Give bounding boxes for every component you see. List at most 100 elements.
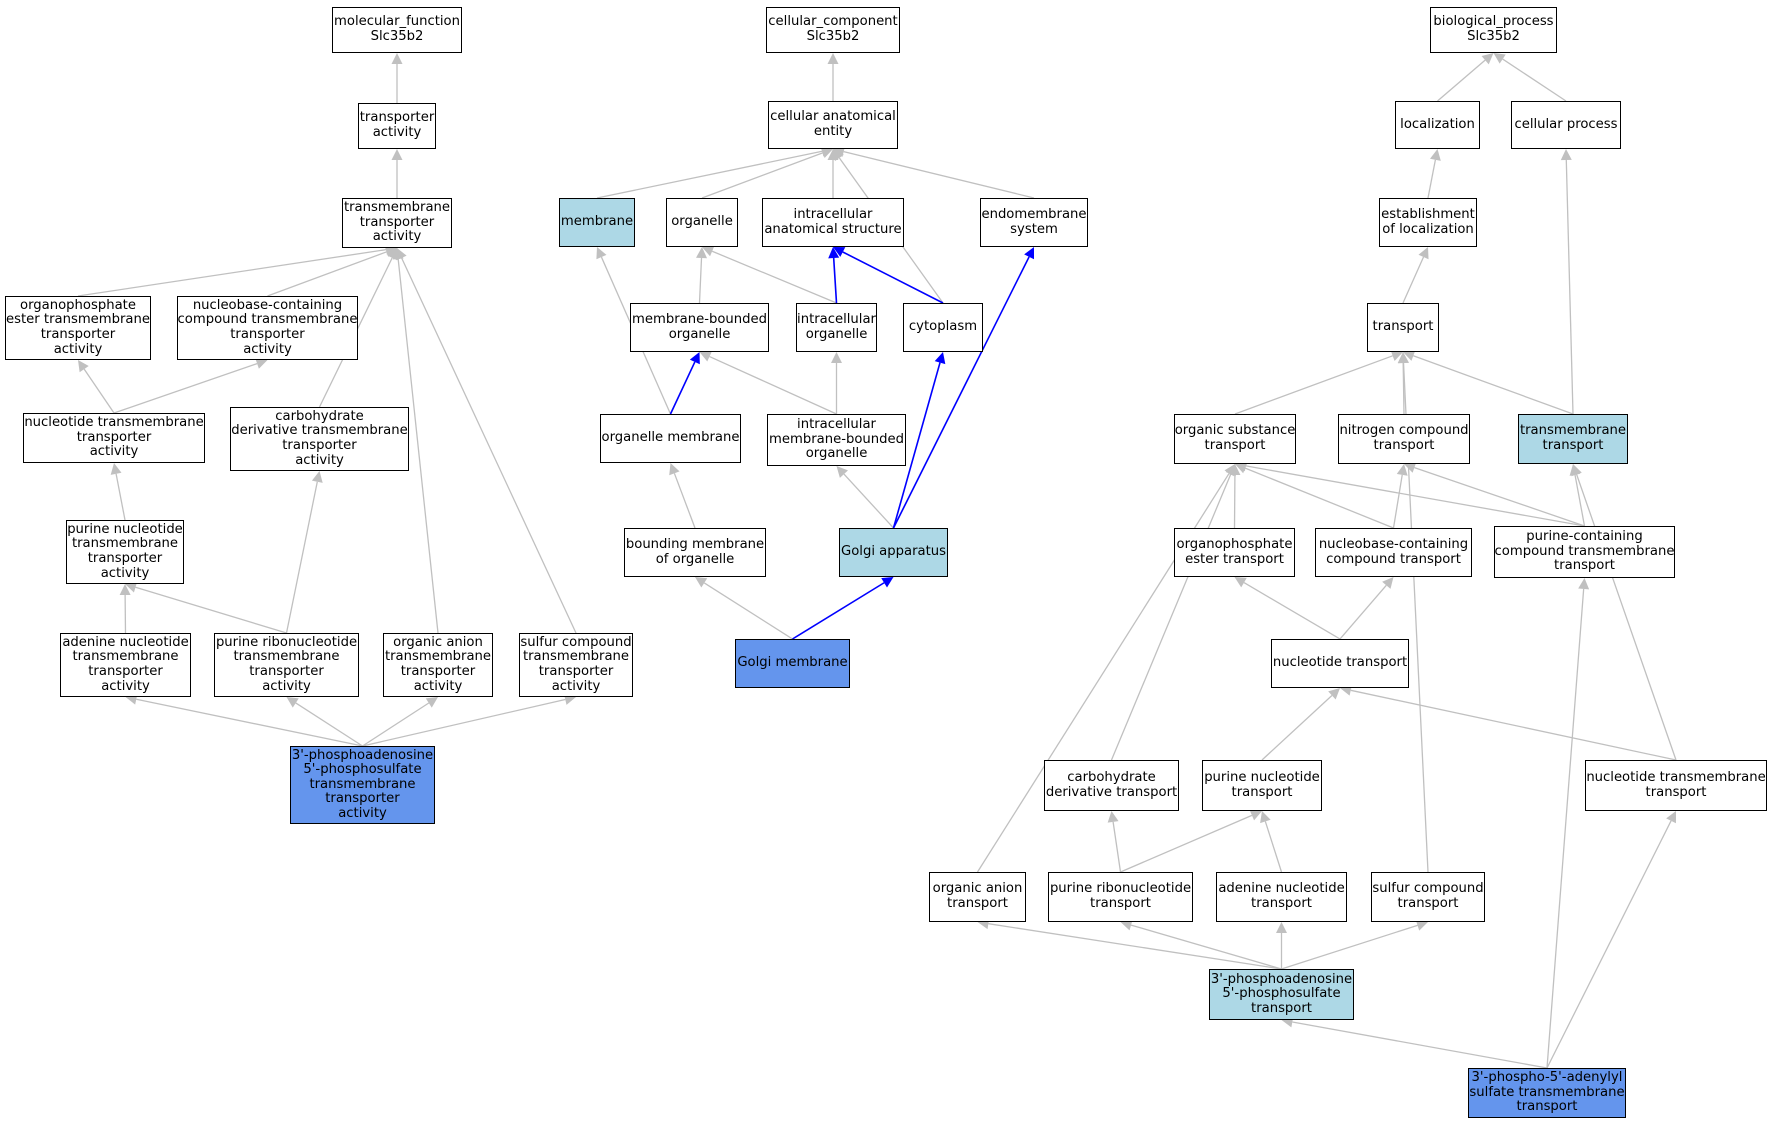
- edge-golgi_membrane-to-bounding_membrane: [695, 577, 793, 640]
- edge-line: [698, 257, 703, 304]
- edge-sulfur_tm-to-tm_transporter_activity: [396, 248, 577, 634]
- node-carbohydrate-derivative-tm-transporter-activity[interactable]: carbohydrate derivative transmembrane tr…: [230, 407, 409, 471]
- node-pas-tm-transport[interactable]: 3'-phospho-5'-adenylyl sulfate transmemb…: [1468, 1068, 1626, 1118]
- edge-line: [832, 257, 838, 304]
- edge-line: [703, 582, 793, 640]
- edge-arrowhead: [689, 352, 700, 365]
- node-cellular-anatomical-entity[interactable]: cellular anatomical entity: [768, 101, 898, 149]
- node-membrane[interactable]: membrane: [559, 198, 635, 247]
- edge-line: [843, 150, 1035, 199]
- edge-golgi_apparatus-to-endomembrane: [892, 247, 1034, 529]
- edge-line: [709, 355, 837, 415]
- node-purine-nucleotide-transport[interactable]: purine nucleotide transport: [1202, 760, 1322, 811]
- edge-arrowhead: [827, 53, 839, 64]
- edge-arrowhead: [1390, 350, 1403, 361]
- node-localization[interactable]: localization: [1395, 101, 1480, 149]
- node-intracellular-anatomical-structure[interactable]: intracellular anatomical structure: [762, 198, 904, 247]
- edge-line: [1339, 584, 1387, 640]
- node-organelle[interactable]: organelle: [666, 198, 738, 247]
- node-organophosphate-ester-transport[interactable]: organophosphate ester transport: [1174, 528, 1295, 577]
- node-purine-containing-compound-tm-transport[interactable]: purine-containing compound transmembrane…: [1494, 526, 1675, 578]
- edge-line: [1112, 821, 1122, 873]
- edge-mem_bounded_org-to-organelle: [696, 247, 708, 304]
- edge-purine_ribonuc_tm-to-carb_deriv_tm: [285, 471, 323, 634]
- node-purine-nucleotide-tm-transporter-activity[interactable]: purine nucleotide transmembrane transpor…: [66, 520, 184, 584]
- node-organic-anion-transport[interactable]: organic anion transport: [929, 872, 1026, 922]
- node-transmembrane-transporter-activity[interactable]: transmembrane transporter activity: [342, 198, 452, 248]
- edge-arrowhead: [1415, 920, 1428, 931]
- edge-arrowhead: [1328, 688, 1340, 700]
- edge-paps_tm_activity-to-sulfur_tm: [362, 694, 576, 747]
- edge-transport-to-establishment_loc: [1402, 247, 1429, 304]
- node-adenine-nucleotide-tm-transporter-activity[interactable]: adenine nucleotide transmembrane transpo…: [60, 633, 191, 697]
- edge-line: [113, 362, 258, 414]
- edge-line: [295, 702, 363, 747]
- edge-purine_nucleotide_tm-to-nucleotide_tm_activity: [110, 463, 126, 521]
- node-endomembrane-system[interactable]: endomembrane system: [980, 198, 1088, 247]
- node-purine-ribonucleotide-tm-transporter-activity[interactable]: purine ribonucleotide transmembrane tran…: [214, 633, 359, 697]
- edge-arrowhead: [391, 149, 403, 160]
- edge-nucleobase_transport-to-organic_substance_transport: [1235, 463, 1394, 529]
- edge-golgi_apparatus-to-intracell_mb_org: [836, 466, 894, 529]
- node-cellular-process[interactable]: cellular process: [1511, 101, 1621, 149]
- node-nucleobase-compound-tm-transporter-activity[interactable]: nucleobase-containing compound transmemb…: [177, 296, 358, 360]
- edge-arrowhead: [695, 577, 708, 588]
- edge-arrowhead: [934, 352, 946, 365]
- node-intracellular-organelle[interactable]: intracellular organelle: [796, 303, 877, 352]
- edge-paps_tm_activity-to-adenine_nucleotide_tm: [125, 693, 363, 747]
- node-biological-process-root[interactable]: biological_process Slc35b2: [1430, 7, 1557, 53]
- edge-establishment_loc-to-localization: [1427, 149, 1441, 199]
- edge-arrowhead: [1430, 149, 1441, 161]
- node-organelle-membrane[interactable]: organelle membrane: [600, 414, 741, 463]
- edge-arrowhead: [286, 697, 299, 708]
- node-purine-ribonucleotide-transport[interactable]: purine ribonucleotide transport: [1048, 872, 1193, 922]
- node-sulfur-compound-transport[interactable]: sulfur compound transport: [1371, 872, 1485, 922]
- edge-purine_ribonuc_transport-to-carb_deriv_transport: [1107, 811, 1122, 873]
- node-transport[interactable]: transport: [1367, 303, 1439, 352]
- edge-golgi_apparatus-to-cytoplasm: [892, 352, 946, 529]
- node-bounding-membrane-of-organelle[interactable]: bounding membrane of organelle: [624, 528, 766, 577]
- node-paps-transport[interactable]: 3'-phosphoadenosine 5'-phosphosulfate tr…: [1209, 969, 1354, 1020]
- edge-arrowhead: [1224, 464, 1235, 477]
- edge-line: [843, 473, 894, 529]
- node-transmembrane-transport[interactable]: transmembrane transport: [1518, 414, 1628, 464]
- edge-intracell_mb_org-to-intracell_org: [831, 352, 842, 414]
- node-golgi-membrane[interactable]: Golgi membrane: [735, 639, 850, 688]
- edge-tm_transport-to-cellular_process: [1560, 149, 1574, 415]
- edge-line: [1292, 1021, 1548, 1069]
- edge-organelle_membrane-to-mem_bounded_org: [669, 352, 700, 415]
- node-transporter-activity[interactable]: transporter activity: [358, 103, 436, 149]
- edge-purine_ribonuc_transport-to-purine_nucleotide_transport: [1120, 810, 1262, 873]
- node-golgi-apparatus[interactable]: Golgi apparatus: [839, 528, 948, 577]
- node-paps-tm-transporter-activity[interactable]: 3'-phosphoadenosine 5'-phosphosulfate tr…: [290, 746, 435, 824]
- edge-line: [842, 251, 944, 304]
- node-adenine-nucleotide-transport[interactable]: adenine nucleotide transport: [1216, 872, 1347, 922]
- node-nitrogen-compound-transport[interactable]: nitrogen compound transport: [1338, 414, 1470, 464]
- node-intracellular-membrane-bounded-organelle[interactable]: intracellular membrane-bounded organelle: [767, 414, 906, 466]
- edge-line: [285, 481, 318, 634]
- edge-arrowhead: [1578, 578, 1590, 590]
- edge-arrowhead: [1024, 247, 1034, 260]
- node-nucleotide-tm-transporter-activity[interactable]: nucleotide transmembrane transporter act…: [23, 413, 205, 463]
- node-nucleotide-tm-transport[interactable]: nucleotide transmembrane transport: [1585, 760, 1767, 811]
- edge-nucleobase_tm-to-tm_transporter_activity: [267, 246, 397, 297]
- node-nucleobase-compound-transport[interactable]: nucleobase-containing compound transport: [1315, 528, 1472, 577]
- node-molecular-function-root[interactable]: molecular_function Slc35b2: [332, 7, 462, 53]
- node-organic-anion-tm-transporter-activity[interactable]: organic anion transmembrane transporter …: [383, 633, 493, 697]
- node-sulfur-compound-tm-transporter-activity[interactable]: sulfur compound transmembrane transporte…: [519, 633, 633, 697]
- node-establishment-of-localization[interactable]: establishment of localization: [1379, 198, 1477, 247]
- node-cellular-component-root[interactable]: cellular_component Slc35b2: [766, 7, 900, 53]
- node-carbohydrate-derivative-transport[interactable]: carbohydrate derivative transport: [1044, 760, 1179, 811]
- edge-line: [401, 257, 577, 634]
- node-organophosphate-ester-tm-transporter-activity[interactable]: organophosphate ester transmembrane tran…: [5, 296, 151, 360]
- node-organic-substance-transport[interactable]: organic substance transport: [1174, 414, 1296, 464]
- edge-paps_transport-to-purine_ribonuc_transport: [1120, 919, 1282, 970]
- node-cytoplasm[interactable]: cytoplasm: [903, 303, 983, 352]
- edge-line: [1261, 694, 1333, 761]
- node-membrane-bounded-organelle[interactable]: membrane-bounded organelle: [630, 303, 769, 352]
- edge-paps_transport-to-sulfur_transport: [1281, 920, 1428, 970]
- edge-line: [397, 258, 439, 634]
- node-nucleotide-transport[interactable]: nucleotide transport: [1271, 639, 1409, 688]
- edge-nucleotide_transport-to-orgphos_ester_transport: [1234, 577, 1341, 640]
